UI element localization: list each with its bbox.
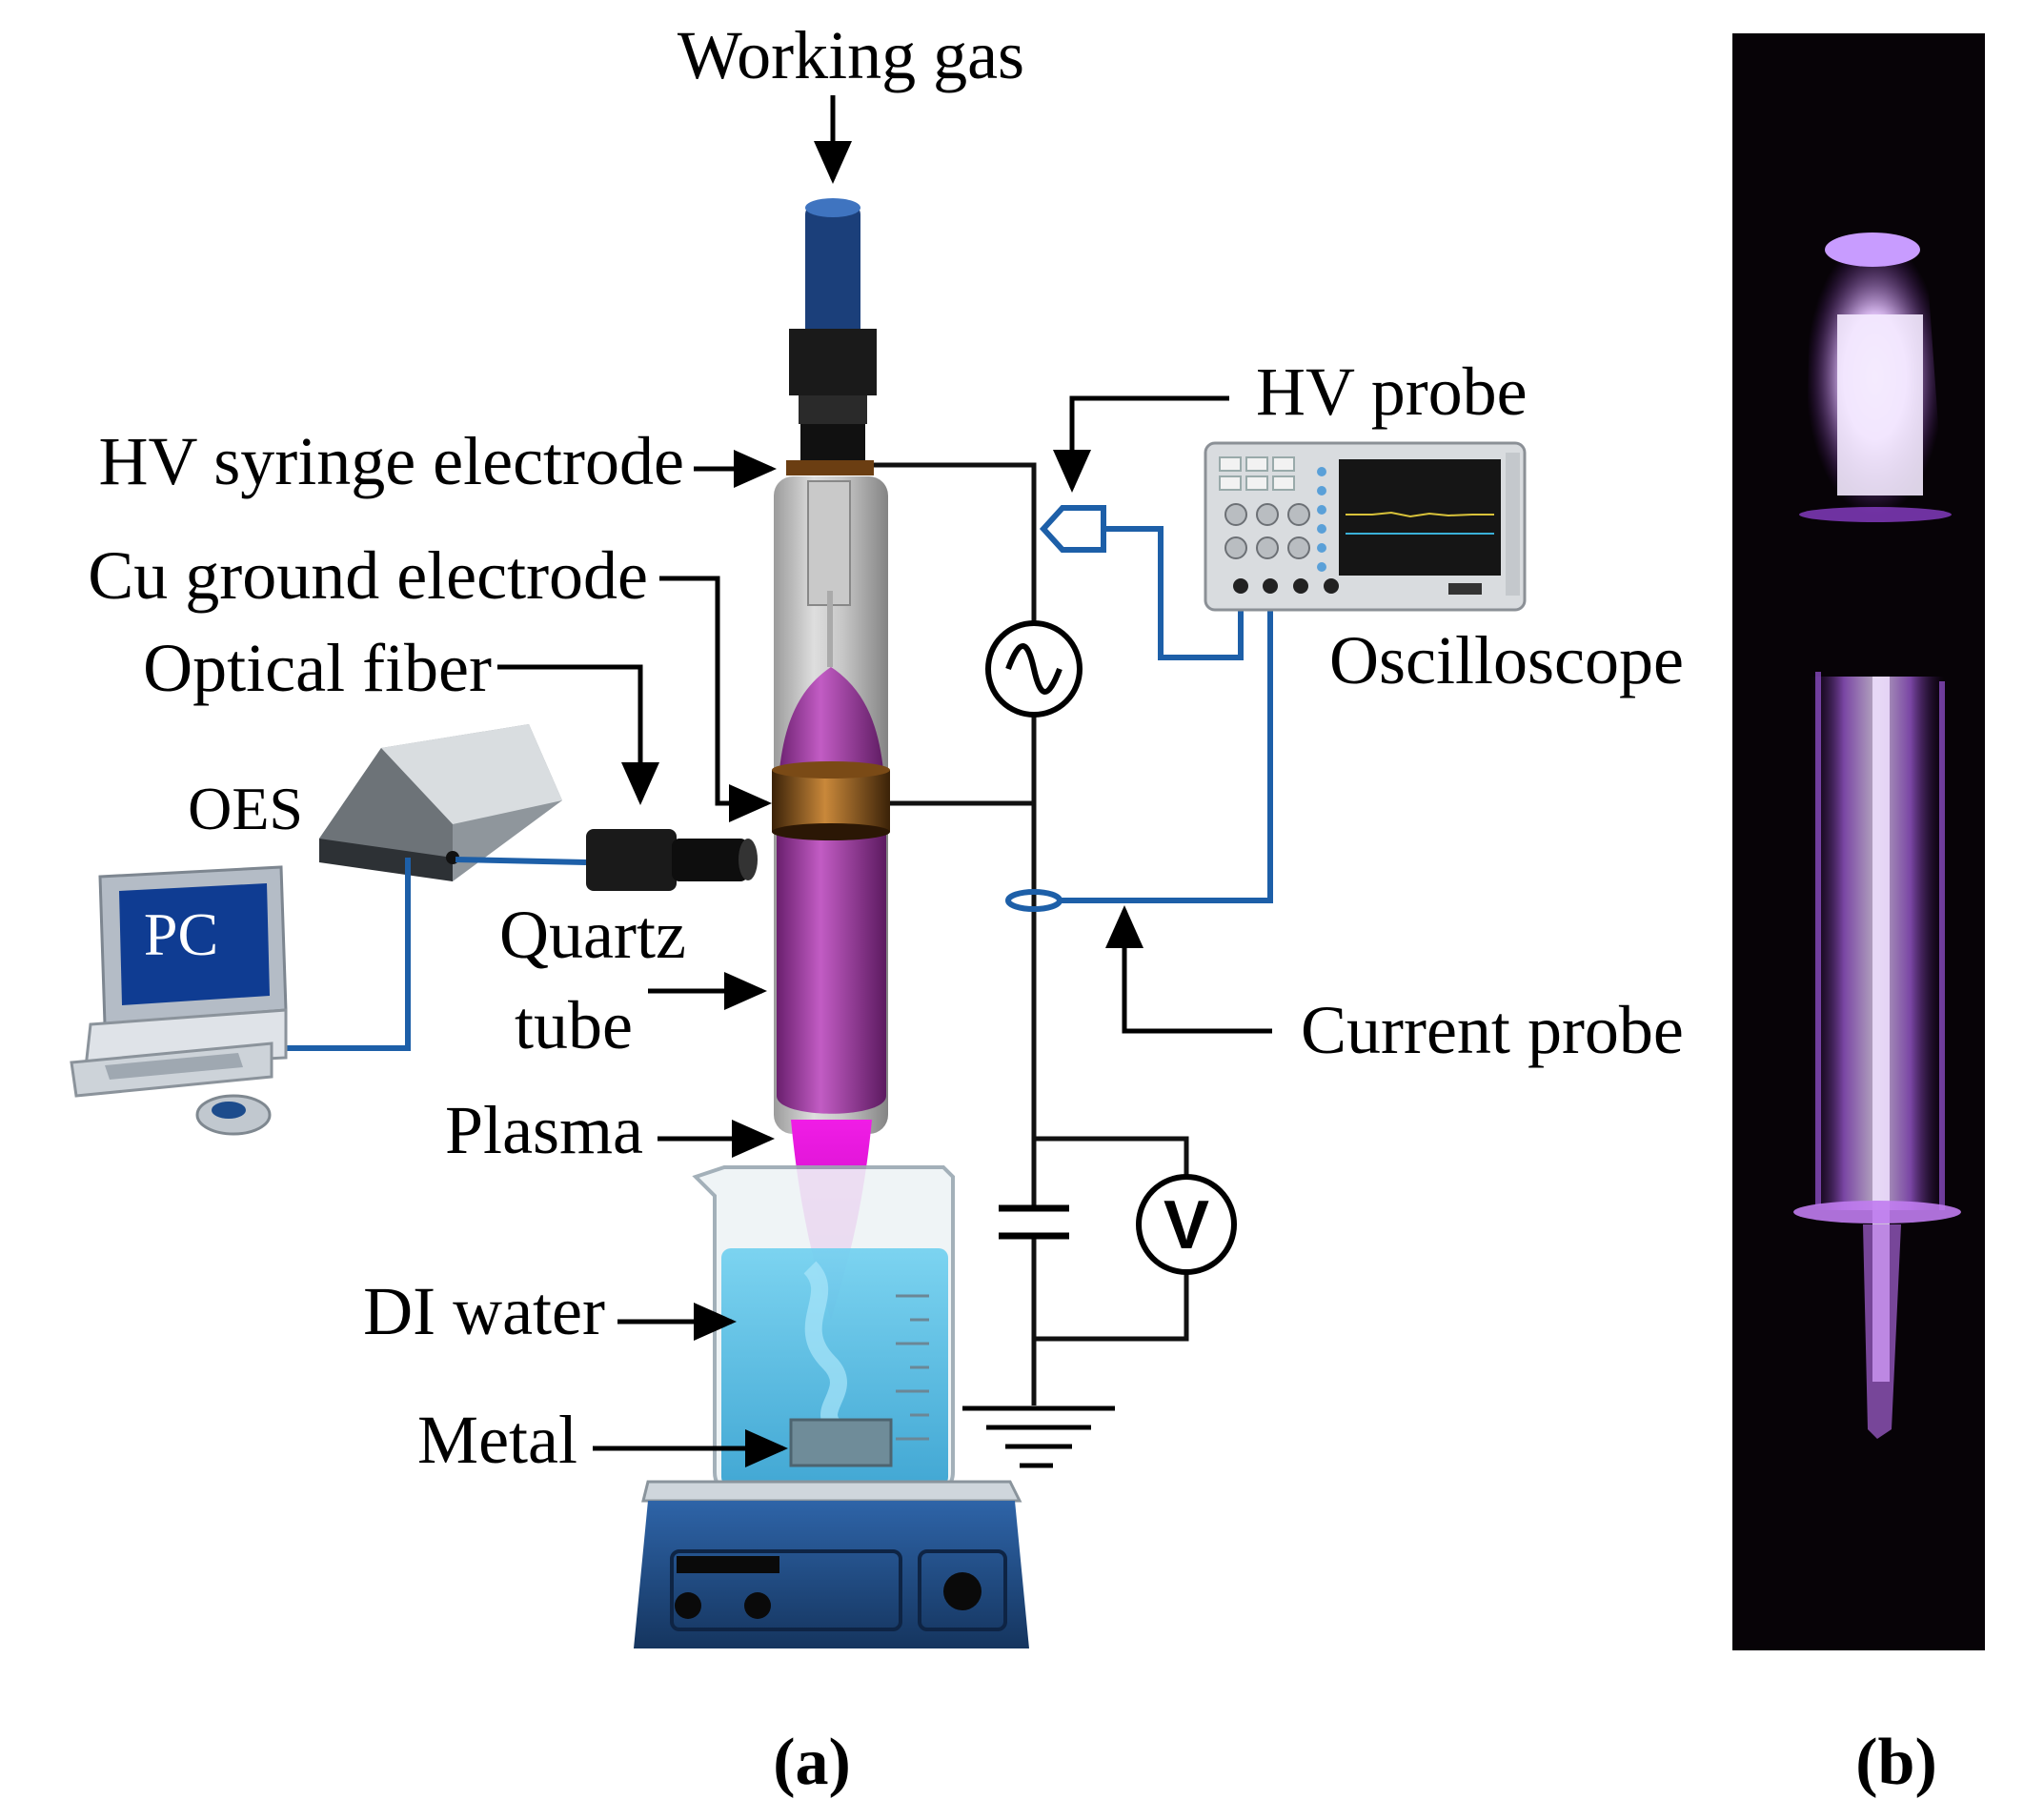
label-working-gas: Working gas <box>678 17 1024 93</box>
label-quartz: Quartz <box>499 897 686 973</box>
label-arrows <box>497 95 1272 1467</box>
label-metal: Metal <box>417 1402 577 1478</box>
label-oscilloscope: Oscilloscope <box>1329 622 1684 698</box>
plasma-column <box>777 667 886 1114</box>
oscilloscope <box>1204 441 1527 612</box>
label-current-probe: Current probe <box>1301 992 1684 1068</box>
capacitor <box>999 1204 1069 1240</box>
optical-fiber-connector <box>586 829 758 891</box>
pc-label: PC <box>144 900 218 968</box>
spectrometer-box <box>319 724 562 881</box>
label-optical-fiber: Optical fiber <box>143 630 492 706</box>
voltmeter: V <box>1136 1174 1237 1275</box>
gas-inlet-pipe <box>789 198 877 462</box>
hv-probe <box>1039 505 1244 660</box>
label-di-water: DI water <box>363 1273 605 1349</box>
plasma-photograph <box>1732 33 1985 1650</box>
optical-fiber-cable <box>455 857 587 865</box>
current-probe <box>1005 589 1273 912</box>
caption-a: (a) <box>773 1726 851 1799</box>
label-tube: tube <box>515 987 633 1063</box>
cu-ground-electrode <box>772 761 890 840</box>
label-hv-syringe-electrode: HV syringe electrode <box>99 423 684 499</box>
hv-syringe-electrode <box>786 460 874 475</box>
ac-power-source <box>985 620 1083 718</box>
label-hv-probe: HV probe <box>1256 354 1528 430</box>
circuit-wiring <box>874 462 1189 1405</box>
label-cu-ground-electrode: Cu ground electrode <box>88 537 648 614</box>
magnetic-stirrer <box>634 1480 1029 1648</box>
voltmeter-symbol: V <box>1164 1187 1209 1264</box>
label-oes: OES <box>188 775 303 842</box>
pc-data-cable <box>269 858 411 1051</box>
beaker <box>692 1165 955 1493</box>
ground-symbol <box>962 1405 1115 1468</box>
metal-sample <box>789 1418 893 1467</box>
caption-b: (b) <box>1855 1726 1937 1799</box>
pc-computer: PC <box>70 865 288 1136</box>
label-plasma: Plasma <box>445 1092 643 1168</box>
